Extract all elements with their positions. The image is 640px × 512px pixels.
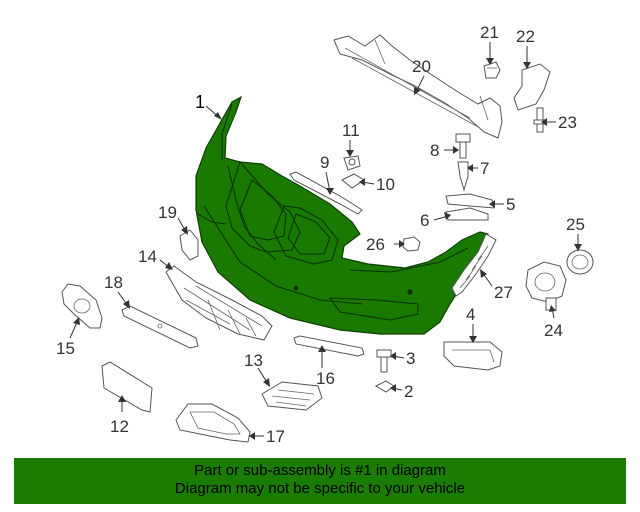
callout-15: 15 xyxy=(56,339,75,358)
callout-25: 25 xyxy=(566,215,585,234)
part-16-strip xyxy=(293,335,365,357)
part-7-clip xyxy=(457,161,469,192)
callout-10: 10 xyxy=(376,175,395,194)
part-17-frame xyxy=(175,403,251,443)
parts-diagram: 1 2 3 4 5 6 7 8 9 10 11 12 13 14 15 16 1… xyxy=(56,23,594,446)
part-27-strip xyxy=(451,233,497,297)
callout-9: 9 xyxy=(320,153,329,172)
callout-5: 5 xyxy=(506,195,515,214)
callout-13: 13 xyxy=(244,351,263,370)
part-6-bracket xyxy=(445,207,489,221)
callout-labels: 1 2 3 4 5 6 7 8 9 10 11 12 13 14 15 16 1… xyxy=(56,23,585,446)
callout-22: 22 xyxy=(516,27,535,46)
leader-lines xyxy=(69,42,582,440)
part-5-bracket xyxy=(445,193,495,209)
part-9-strip xyxy=(289,171,363,215)
callout-16: 16 xyxy=(316,369,335,388)
callout-17: 17 xyxy=(266,427,285,446)
callout-23: 23 xyxy=(558,113,577,132)
callout-1: 1 xyxy=(195,92,205,112)
callout-14: 14 xyxy=(138,247,157,266)
callout-7: 7 xyxy=(480,159,489,178)
part-20-reinforcement-bar xyxy=(333,34,503,139)
banner-line-1: Part or sub-assembly is #1 in diagram xyxy=(194,462,446,479)
callout-18: 18 xyxy=(104,273,123,292)
callout-8: 8 xyxy=(430,141,439,160)
banner-line-2: Diagram may not be specific to your vehi… xyxy=(174,480,466,497)
callout-6: 6 xyxy=(420,211,429,230)
part-1-bumper-cover xyxy=(195,95,489,335)
part-18-molding xyxy=(121,305,199,349)
callout-4: 4 xyxy=(466,305,475,324)
part-3-bolt xyxy=(376,349,392,373)
part-8-bolt xyxy=(455,133,471,159)
callout-20: 20 xyxy=(412,57,431,76)
part-13-grille xyxy=(261,381,323,411)
callout-12: 12 xyxy=(110,417,129,436)
info-banner: Part or sub-assembly is #1 in diagram Di… xyxy=(14,458,626,504)
callout-11: 11 xyxy=(342,121,360,140)
part-12-plate xyxy=(101,361,153,413)
part-15-bezel xyxy=(61,283,103,329)
part-14-grille xyxy=(165,265,273,341)
part-11-clip xyxy=(343,155,361,171)
part-26-sensor xyxy=(402,236,421,252)
callout-24: 24 xyxy=(544,321,563,340)
part-21-nut xyxy=(483,61,501,79)
callout-3: 3 xyxy=(406,349,415,368)
callout-26: 26 xyxy=(366,235,385,254)
part-4-fog-light xyxy=(443,341,503,371)
part-2-nut xyxy=(374,380,395,393)
part-19-ring xyxy=(179,229,199,261)
callout-21: 21 xyxy=(480,23,499,42)
callout-27: 27 xyxy=(494,283,513,302)
part-25-grommet xyxy=(566,249,594,275)
part-24-housing xyxy=(525,261,567,311)
part-22-bracket xyxy=(513,63,551,111)
callout-19: 19 xyxy=(158,203,177,222)
callout-2: 2 xyxy=(404,382,413,401)
